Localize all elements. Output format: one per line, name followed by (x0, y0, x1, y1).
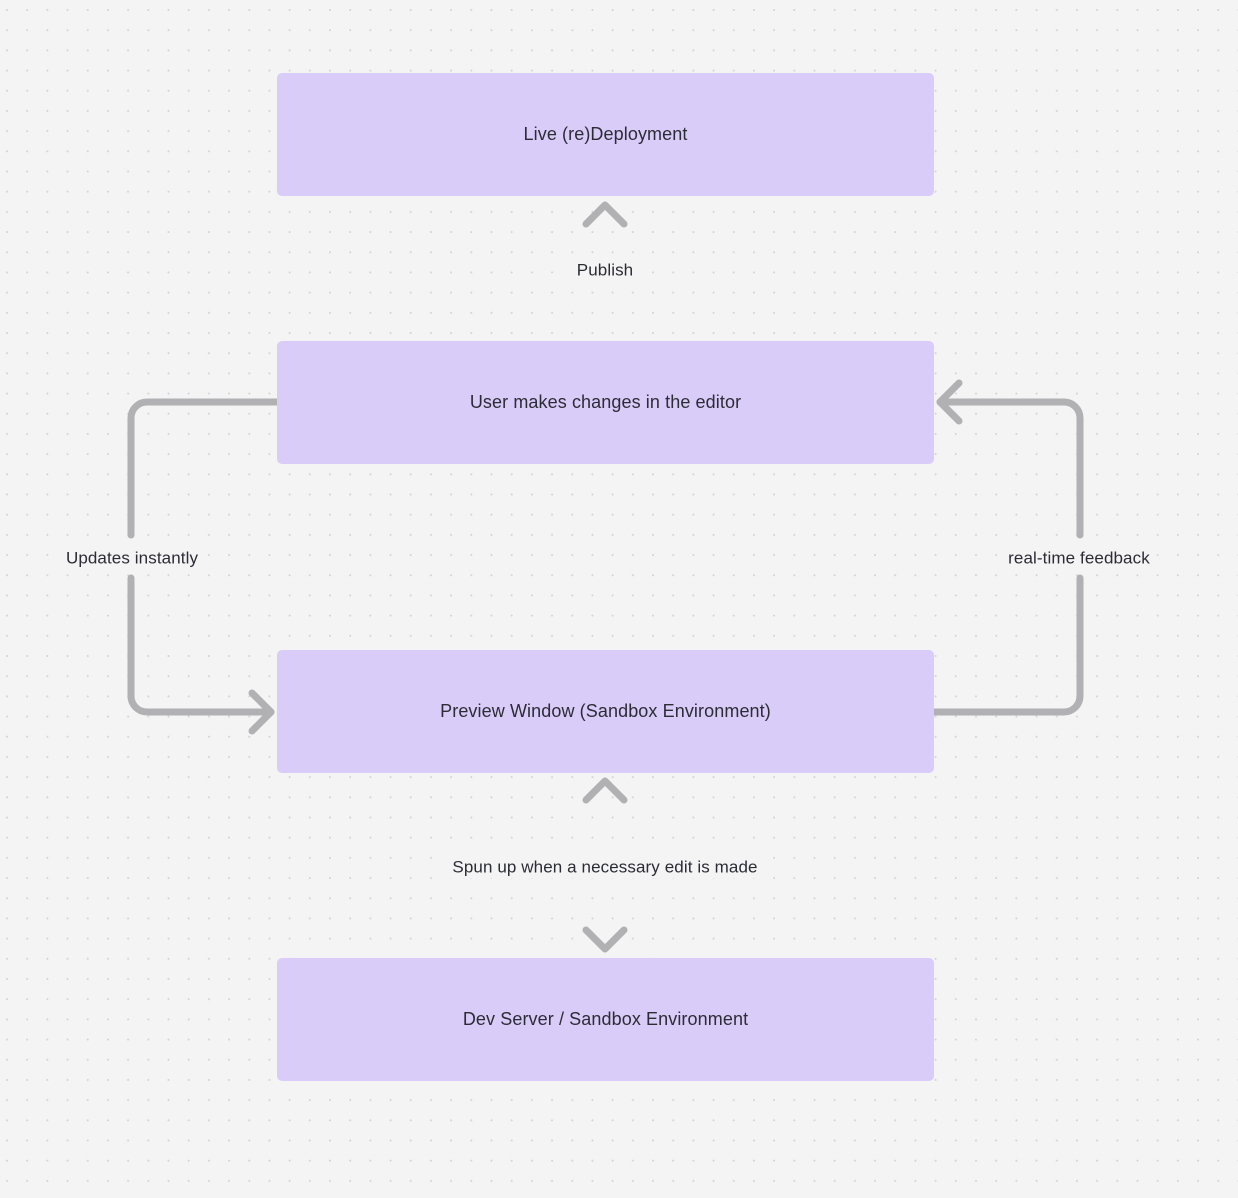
edge-updates-instantly-lower (127, 574, 275, 716)
edge-label-spun-up: Spun up when a necessary edit is made (446, 855, 764, 879)
node-user-edits[interactable]: User makes changes in the editor (277, 341, 934, 464)
node-user-edits-label: User makes changes in the editor (469, 392, 742, 413)
edge-label-real-time-feedback: real-time feedback (1002, 546, 1156, 570)
edge-real-time-feedback-lower (930, 574, 1084, 716)
node-live-deployment[interactable]: Live (re)Deployment (277, 73, 934, 196)
edge-label-updates-instantly: Updates instantly (59, 546, 205, 570)
edge-real-time-feedback-arrowhead (936, 379, 963, 425)
edge-updates-instantly-upper (127, 398, 281, 539)
node-dev-server[interactable]: Dev Server / Sandbox Environment (277, 958, 934, 1081)
edge-real-time-feedback-upper (936, 398, 1084, 539)
node-live-deployment-label: Live (re)Deployment (523, 124, 688, 145)
node-dev-server-label: Dev Server / Sandbox Environment (462, 1009, 749, 1030)
edge-publish-arrowhead (582, 201, 628, 228)
edge-spun-up-arrowhead-down (582, 926, 628, 953)
edge-updates-instantly-arrowhead (248, 689, 275, 735)
edge-label-publish: Publish (570, 258, 640, 282)
node-preview-window-label: Preview Window (Sandbox Environment) (440, 701, 771, 722)
edge-spun-up-arrowhead-up (582, 777, 628, 804)
node-preview-window[interactable]: Preview Window (Sandbox Environment) (277, 650, 934, 773)
